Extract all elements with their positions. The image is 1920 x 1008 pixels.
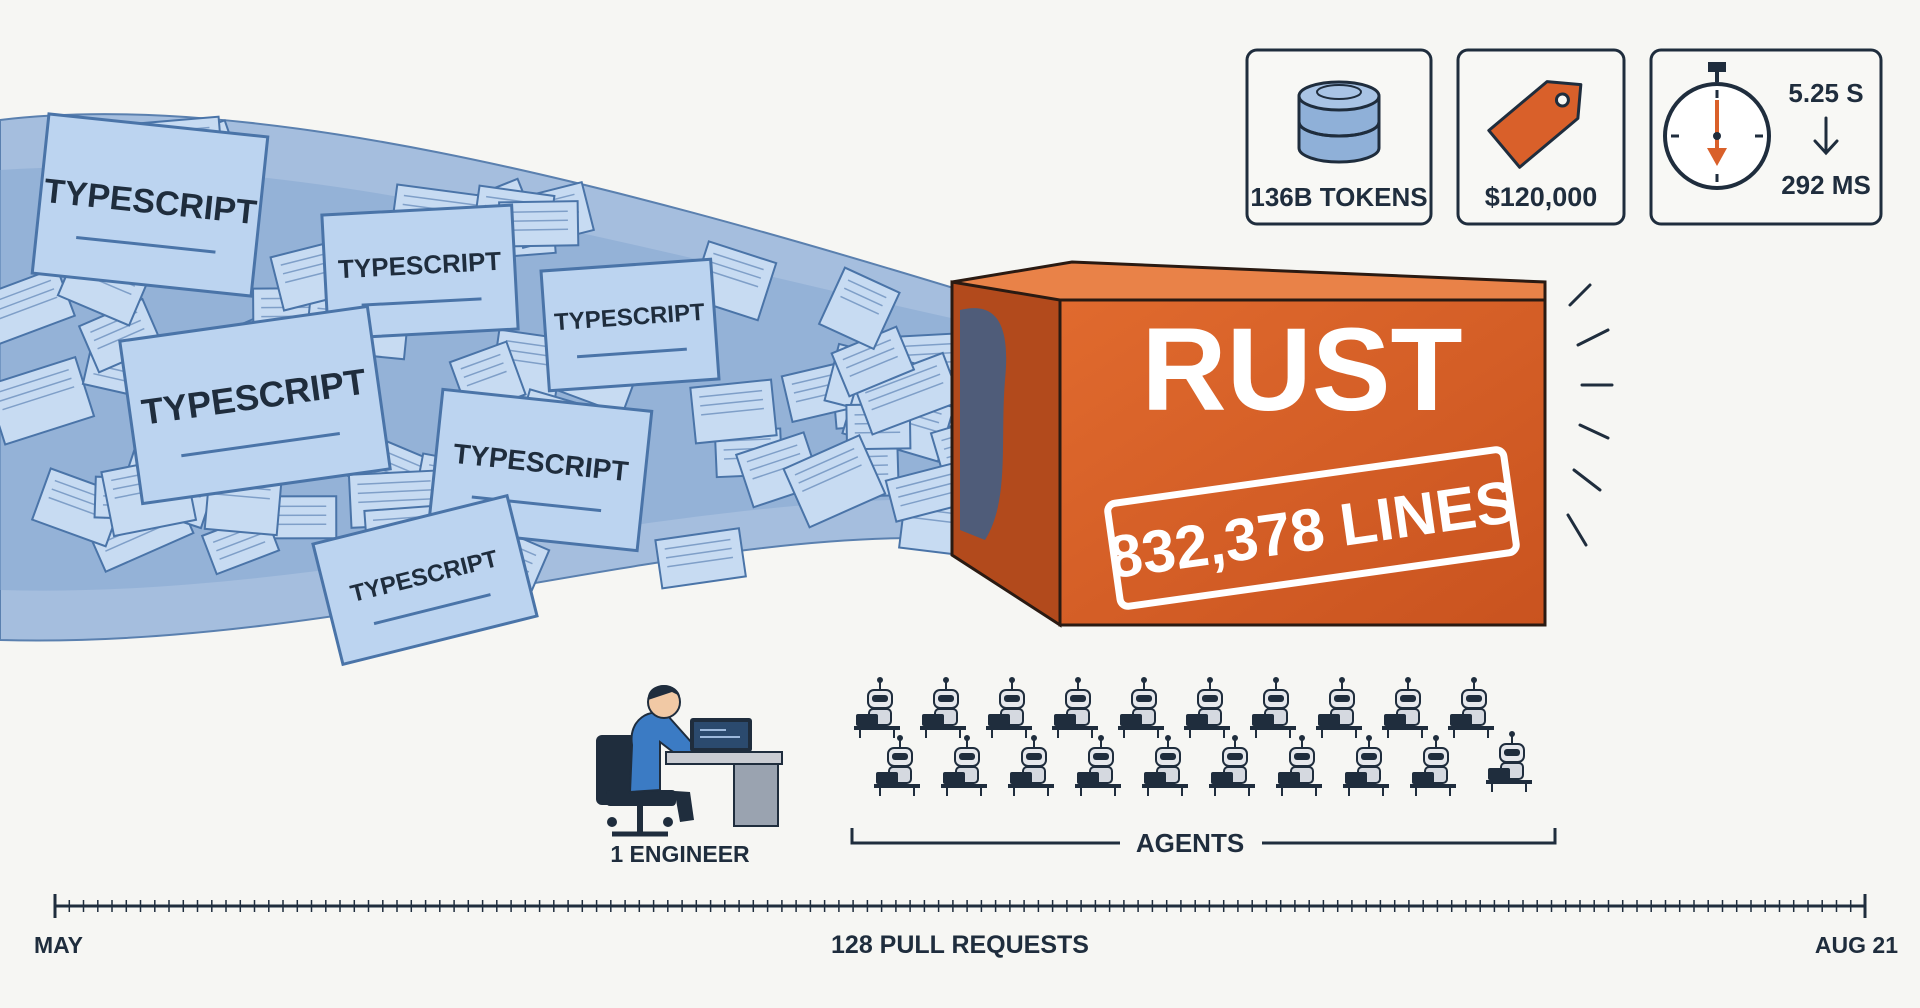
paper-sheet-small	[830, 325, 916, 398]
latency-after: 292 MS	[1781, 170, 1871, 200]
engineer-illustration	[596, 685, 783, 837]
block-opening	[960, 308, 1007, 540]
robot-agent	[1448, 677, 1494, 738]
paper-sheet: TYPESCRIPT	[539, 257, 721, 393]
timeline-start: MAY	[34, 932, 83, 958]
robot-agent	[874, 735, 920, 796]
database-icon	[1297, 80, 1381, 164]
engineer-label: 1 ENGINEER	[610, 841, 750, 867]
robot-agent	[1118, 677, 1164, 738]
paper-sheet-small	[654, 527, 747, 590]
robot-agent	[1052, 677, 1098, 738]
robot-agent	[1075, 735, 1121, 796]
robot-agent	[941, 735, 987, 796]
robot-agent	[1250, 677, 1296, 738]
robot-agent	[1382, 677, 1428, 738]
robot-agent	[1486, 731, 1532, 792]
robot-agent	[1184, 677, 1230, 738]
paper-sheet: TYPESCRIPT	[311, 493, 539, 667]
paper-sheet-small	[782, 434, 887, 529]
stat-label: $120,000	[1485, 182, 1598, 212]
paper-sheet: TYPESCRIPT	[118, 304, 392, 506]
robot-agent	[986, 677, 1032, 738]
robot-agent	[1008, 735, 1054, 796]
paper-sheet-small	[817, 266, 901, 351]
paper-sheet-small	[689, 378, 778, 445]
stopwatch-icon	[1663, 62, 1771, 190]
robot-agent	[1276, 735, 1322, 796]
stat-label: 136B TOKENS	[1250, 182, 1427, 212]
robot-agent	[1209, 735, 1255, 796]
agents-label: AGENTS	[1136, 828, 1244, 858]
rust-block: RUST 832,378 LINES	[950, 260, 1614, 628]
robot-agent	[1410, 735, 1456, 796]
timeline-end: AUG 21	[1815, 932, 1898, 958]
price-tag-icon	[1487, 80, 1583, 169]
block-front-face	[1058, 298, 1547, 627]
stat-card-cost: $120,000	[1456, 48, 1626, 226]
stat-card-latency: 5.25 S 292 MS	[1649, 48, 1883, 226]
robot-agent	[1343, 735, 1389, 796]
robot-agent	[854, 677, 900, 738]
robot-agent	[1142, 735, 1188, 796]
block-title: RUST	[1141, 304, 1462, 436]
paper-sheet-small	[0, 355, 96, 446]
block-top-face	[950, 260, 1547, 302]
arrow-down-icon	[1813, 116, 1839, 156]
impact-marks	[1566, 283, 1614, 547]
stat-card-tokens: 136B TOKENS	[1245, 48, 1433, 226]
robot-agent	[920, 677, 966, 738]
timeline-ticks	[68, 900, 1852, 912]
robot-agent	[1316, 677, 1362, 738]
paper-sheet: TYPESCRIPT	[320, 203, 520, 341]
agents-bracket	[850, 828, 1557, 845]
timeline	[53, 894, 1867, 918]
latency-before: 5.25 S	[1788, 78, 1863, 108]
paper-sheet: TYPESCRIPT	[30, 112, 270, 298]
agents-group	[854, 677, 1532, 796]
timeline-middle: 128 PULL REQUESTS	[831, 931, 1089, 959]
paper-stream: TYPESCRIPT TYPESCRIPT TYPESCRIPT TYPESCR…	[0, 112, 1021, 667]
